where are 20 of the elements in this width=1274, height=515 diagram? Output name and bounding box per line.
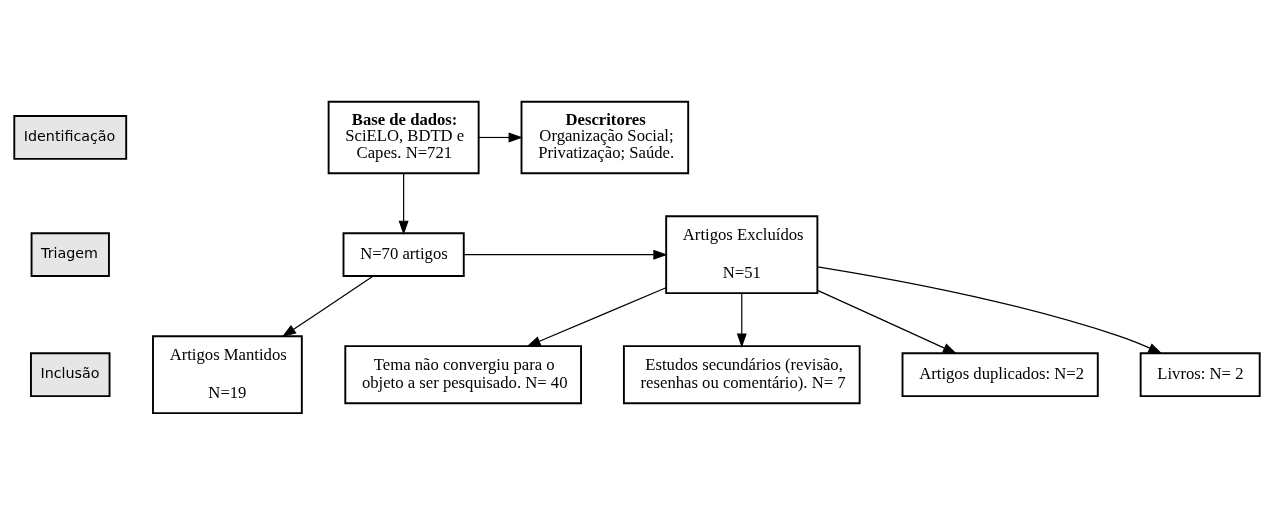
node-box: Tema não convergiu para o objeto a ser pesquisado. N= 40 [344, 345, 582, 405]
node-box: Artigos duplicados: N=2 [901, 352, 1099, 398]
node-box: Artigos Excluídos N=51 [665, 215, 819, 295]
arrow [736, 292, 747, 348]
node-box: Artigos Mantidos N=19 [152, 335, 303, 415]
arrow [816, 266, 1163, 354]
arrow [816, 289, 958, 354]
node-box: N=70 artigos [342, 232, 465, 278]
arrow [463, 249, 668, 260]
arrow [526, 287, 667, 347]
node-box: Descritores Organização Social; Privatização; Saúde. [520, 100, 690, 175]
node-box: Livros: N= 2 [1139, 352, 1261, 398]
node-box: Identificação [13, 115, 128, 160]
node-box: Estudos secundários (revisão, resenhas ou comentário). N= 7 [622, 345, 861, 405]
arrow [478, 132, 523, 143]
node-box: Triagem [30, 232, 110, 278]
node-box: Base de dados: SciELO, BDTD e Capes. N=721 [327, 100, 480, 175]
node-box: Inclusão [30, 352, 111, 398]
arrow [398, 172, 409, 235]
arrow [281, 275, 374, 338]
